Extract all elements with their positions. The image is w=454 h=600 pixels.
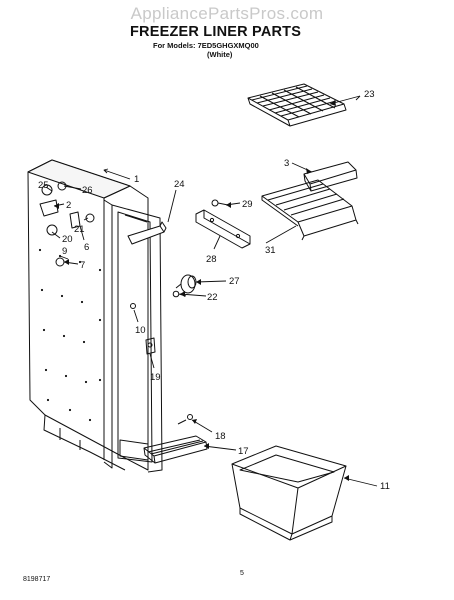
- bolt-10-drawing: [130, 303, 136, 309]
- callout-20: 20: [62, 234, 73, 245]
- callout-24: 24: [174, 179, 185, 190]
- support-bracket-drawing: [195, 209, 251, 249]
- callout-27: 27: [229, 276, 240, 287]
- watermark: AppliancePartsPros.com: [130, 4, 324, 23]
- wire-shelf-drawing: [247, 83, 347, 127]
- document-number: 8198717: [23, 576, 51, 583]
- page-number: 5: [240, 570, 244, 577]
- callout-9: 9: [62, 246, 67, 257]
- freezer-liner-drawing: [27, 159, 163, 473]
- callout-6: 6: [84, 242, 89, 253]
- callout-28: 28: [206, 254, 217, 265]
- callout-21: 21: [74, 224, 85, 235]
- freezer-bin-drawing: [231, 445, 347, 541]
- callout-1: 1: [134, 174, 139, 185]
- page-title: FREEZER LINER PARTS: [130, 24, 302, 40]
- callout-29: 29: [242, 199, 253, 210]
- shelf-frame-drawing: [261, 179, 359, 241]
- callout-26: 26: [82, 185, 93, 196]
- cam-27-drawing: [175, 274, 197, 294]
- callout-17: 17: [238, 446, 249, 457]
- color-line: (White): [207, 50, 233, 59]
- callout-23: 23: [364, 89, 375, 100]
- callout-7: 7: [80, 260, 85, 271]
- callout-2: 2: [66, 200, 71, 211]
- screw-29-drawing: [211, 199, 229, 207]
- callout-25: 25: [38, 180, 49, 191]
- handle-24-drawing: [127, 221, 167, 245]
- callout-19: 19: [150, 372, 161, 383]
- screw-18-drawing: [177, 414, 193, 425]
- callout-31: 31: [265, 245, 276, 256]
- callout-3: 3: [284, 158, 289, 169]
- shelf-glass-drawing: [303, 161, 358, 192]
- model-line: For Models: 7ED5GHGXMQ00: [153, 41, 259, 50]
- hinge-19-drawing: [145, 337, 156, 355]
- callout-18: 18: [215, 431, 226, 442]
- callout-10: 10: [135, 325, 146, 336]
- toe-grille-17-drawing: [143, 435, 208, 464]
- callout-22: 22: [207, 292, 218, 303]
- callout-numbers: 23 1 24 3 25 26 2 29 21 6 20 9 7 31 28 2…: [38, 89, 390, 492]
- callout-11: 11: [380, 481, 390, 492]
